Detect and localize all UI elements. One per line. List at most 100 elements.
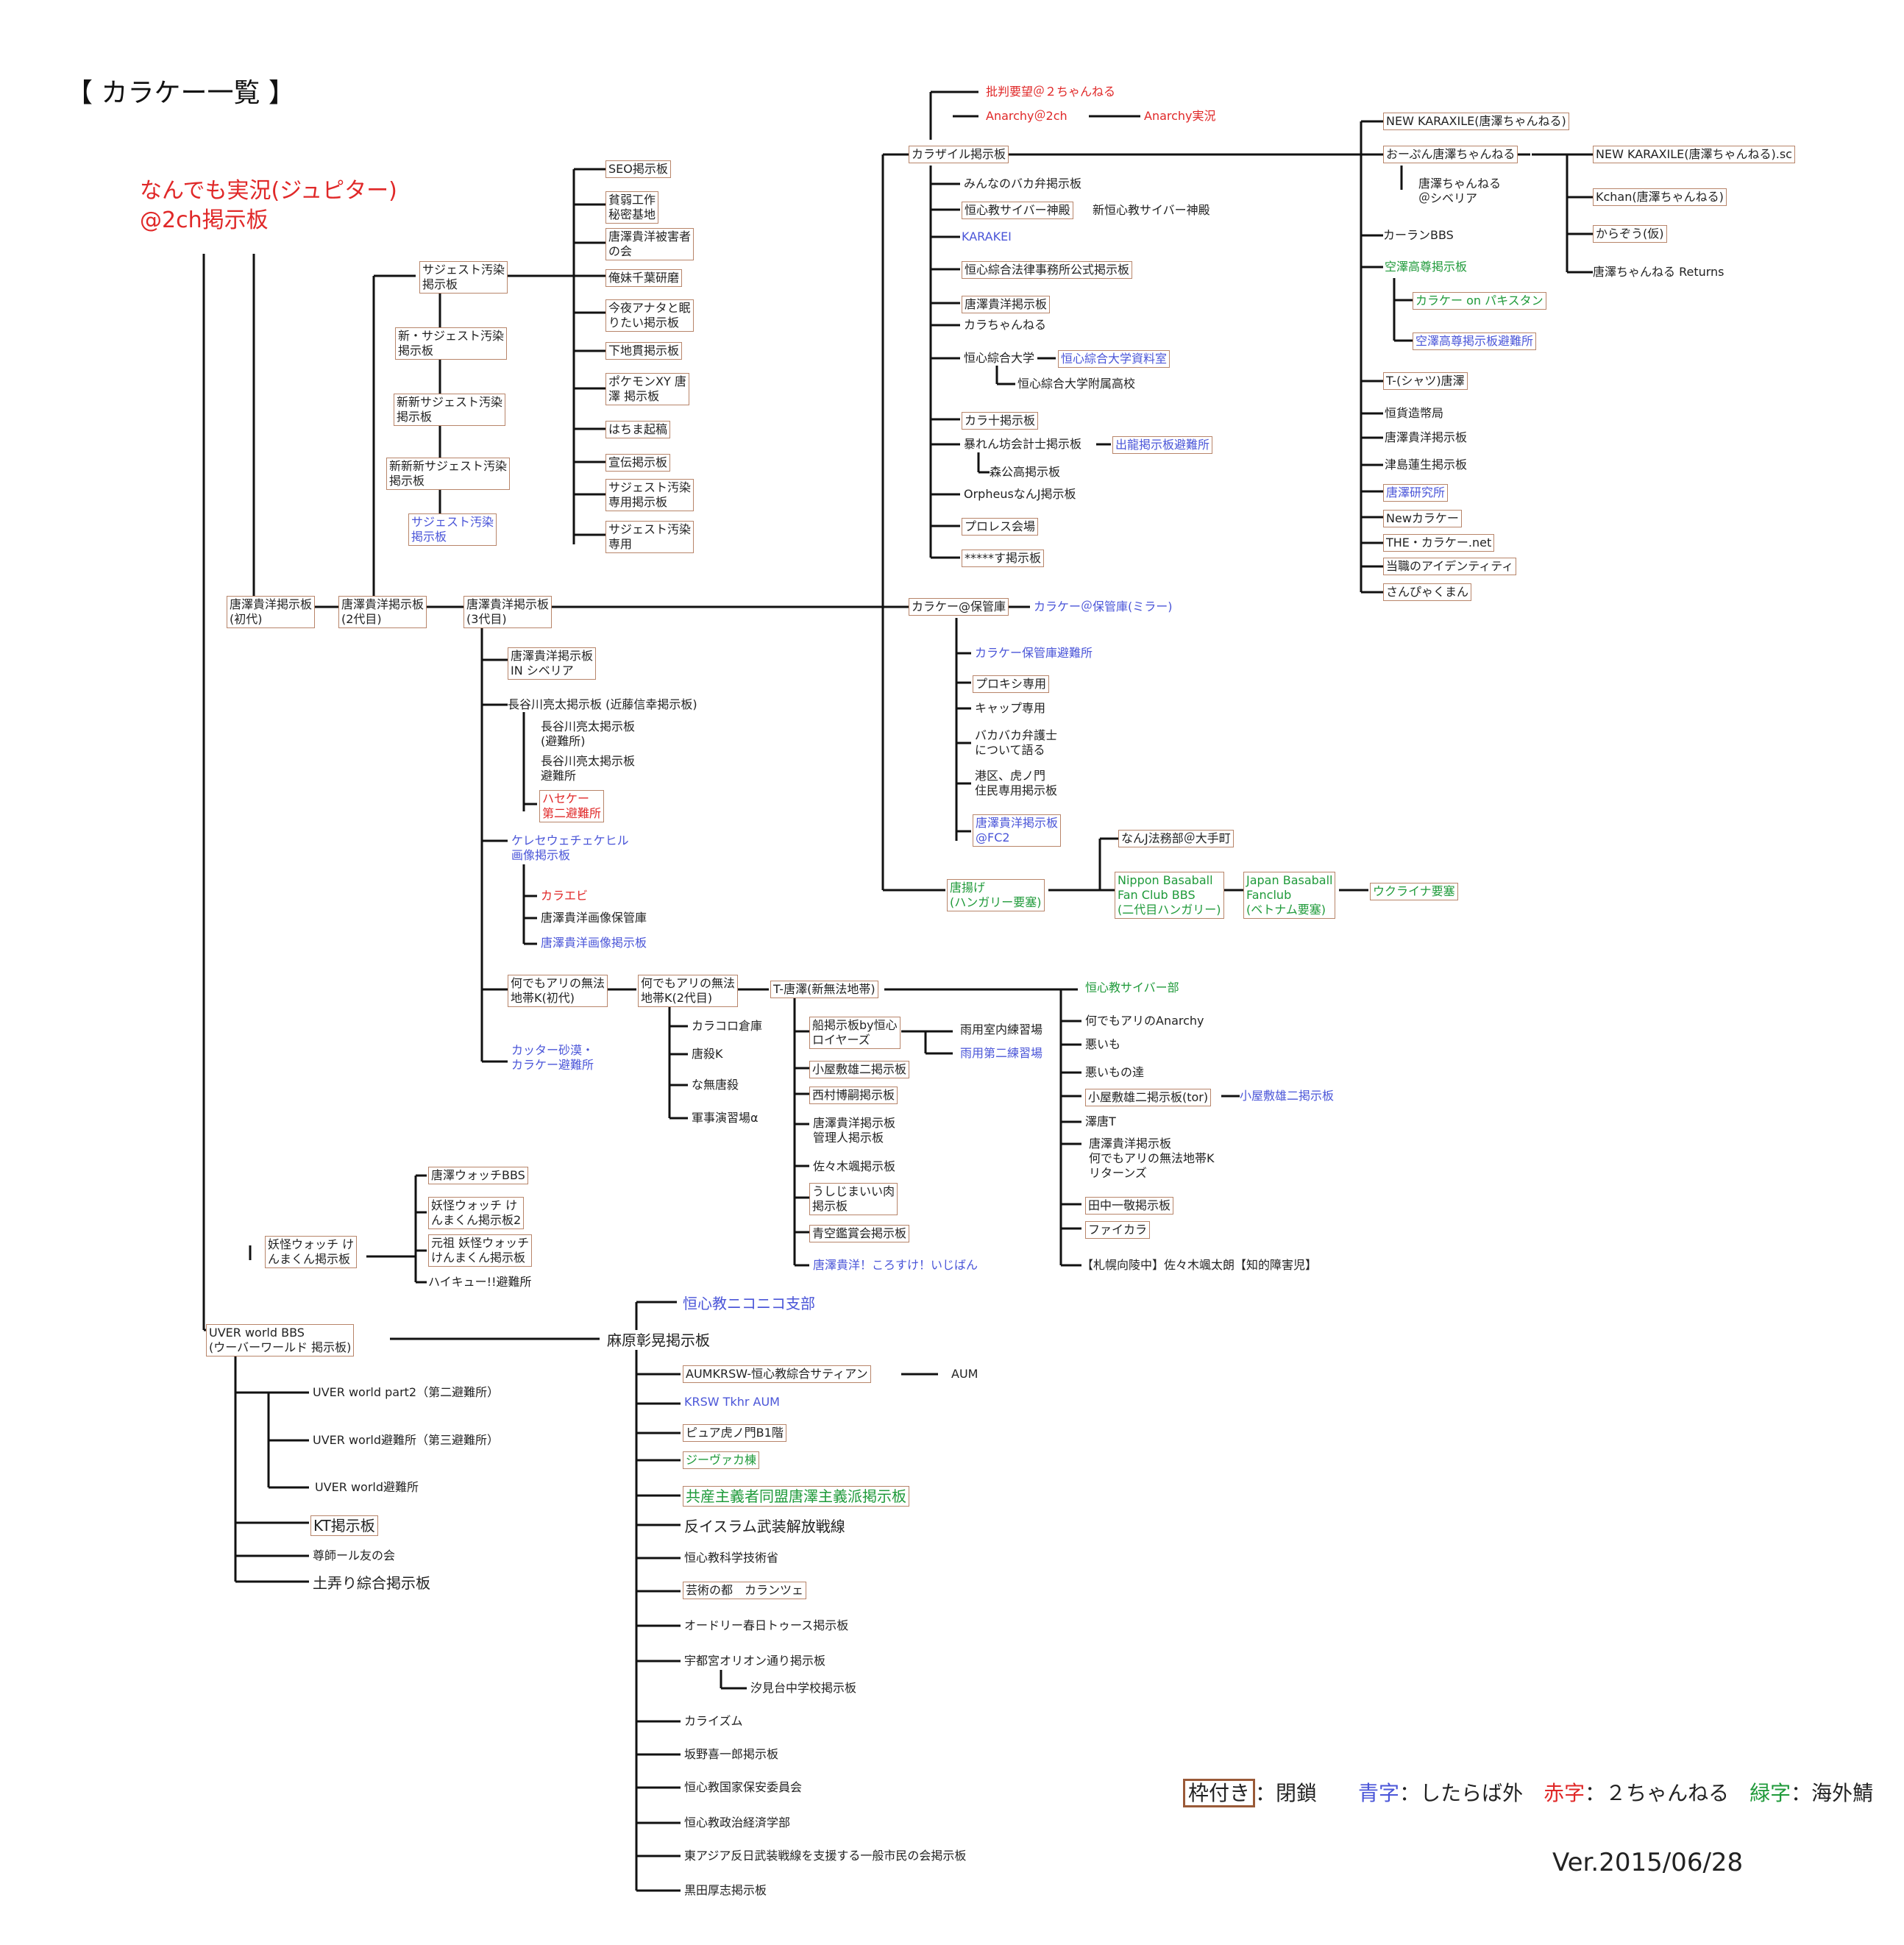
board-node: 空澤高尊掲示板: [1385, 260, 1468, 274]
board-node: Anarchy実況: [1144, 109, 1216, 123]
board-node: 反イスラム武装解放戦線: [684, 1518, 845, 1535]
board-node: カラケー保管庫避難所: [975, 646, 1093, 660]
board-node: ファイカラ: [1085, 1221, 1151, 1239]
board-node: うしじまいい肉 掲示板: [809, 1183, 898, 1215]
board-node: ハイキュー!!避難所: [428, 1275, 532, 1289]
board-node: 悪いもの達: [1085, 1065, 1145, 1079]
board-node: UVER world part2（第二避難所）: [313, 1385, 500, 1399]
board-node: KRSW Tkhr AUM: [684, 1395, 780, 1409]
board-node: 唐揚げ (ハンガリー要塞): [947, 879, 1045, 911]
page-title: 【 カラケー一覧 】: [66, 78, 295, 108]
board-node: 唐澤貴洋掲示板 @FC2: [973, 814, 1062, 847]
board-node: 唐澤貴洋掲示板 (2代目): [338, 596, 427, 628]
board-node: 恒心教サイバー部: [1085, 981, 1179, 995]
board-node: 何でもアリの無法 地帯K(2代目): [638, 975, 739, 1007]
board-node: 森公高掲示板: [990, 465, 1061, 479]
board-node: サジェスト汚染 専用: [605, 521, 695, 553]
board-node: 船掲示板by恒心 ロイヤーズ: [809, 1017, 901, 1049]
board-node: 今夜アナタと眠 りたい掲示板: [605, 299, 694, 332]
board-node: KT掲示板: [310, 1515, 378, 1536]
board-node: カラちゃんねる: [964, 318, 1047, 332]
board-node: Nippon Basaball Fan Club BBS (二代目ハンガリー): [1115, 872, 1224, 919]
board-node: 唐澤貴洋画像保管庫: [541, 911, 647, 925]
legend: 枠付き：閉鎖 青字：したらば外 赤字：２ちゃんねる 緑字：海外鯖: [1183, 1779, 1873, 1807]
board-node: 貧弱工作 秘密基地: [605, 191, 659, 224]
board-node: ハセケー 第二避難所: [539, 790, 605, 822]
board-node: 何でもアリの無法 地帯K(初代): [508, 975, 608, 1007]
board-node: 新新サジェスト汚染 掲示板: [394, 394, 506, 426]
board-node: 元祖 妖怪ウォッチ けんまくん掲示板: [428, 1234, 533, 1267]
board-node: KARAKEI: [962, 230, 1012, 243]
board-node: 妖怪ウォッチ け んまくん掲示板2: [428, 1197, 525, 1229]
board-node: 唐澤ちゃんねる ＠シベリア: [1418, 177, 1502, 205]
board-node: Kchan(唐澤ちゃんねる): [1593, 188, 1727, 206]
board-node: はちま起稿: [605, 421, 671, 438]
board-node: な無唐殺: [692, 1078, 739, 1092]
board-node: 妖怪ウォッチ け んまくん掲示板: [265, 1236, 358, 1268]
board-node: SEO掲示板: [605, 160, 671, 178]
board-node: なんJ法務部＠大手町: [1118, 830, 1234, 847]
board-node: 唐澤貴洋掲示板: [1385, 430, 1468, 444]
board-node: 宇都宮オリオン通り掲示板: [684, 1654, 826, 1668]
board-node: 唐澤貴洋掲示板 IN シベリア: [508, 647, 597, 680]
board-node: 黒田厚志掲示板: [684, 1883, 767, 1897]
board-node: 恒心綜合大学資料室: [1058, 350, 1171, 368]
board-node: カラ十掲示板: [962, 412, 1039, 430]
board-node: ジーヴァカ棟: [683, 1451, 760, 1469]
board-node: ピュア虎ノ門B1階: [683, 1424, 786, 1442]
board-node: 恒心教科学技術省: [684, 1551, 779, 1565]
board-node: 恒心綜合大学: [964, 351, 1035, 365]
board-node: おーぷん唐澤ちゃんねる: [1383, 146, 1518, 163]
board-node: 俺妹千葉研磨: [605, 269, 683, 287]
board-node: 芸術の都 カランツェ: [683, 1582, 807, 1599]
board-node: 唐澤貴洋掲示板 (初代): [227, 596, 316, 628]
board-node: からぞう(仮): [1593, 225, 1667, 243]
board-node: NEW KARAXILE(唐澤ちゃんねる).sc: [1593, 146, 1795, 163]
board-node: 佐々木颯掲示板: [813, 1159, 896, 1173]
board-node: カラエビ: [541, 889, 589, 903]
board-node: 坂野喜一郎掲示板: [684, 1747, 779, 1761]
board-node: OrpheusなんJ掲示板: [964, 487, 1076, 501]
legend-boxed-key: 枠付き: [1183, 1779, 1256, 1807]
board-node: 恒貨造幣局: [1385, 406, 1444, 420]
board-node: 唐澤貴洋掲示板 何でもアリの無法地帯K リターンズ: [1089, 1137, 1215, 1180]
version-label: Ver.2015/06/28: [1552, 1848, 1744, 1877]
board-node: UVER world避難所（第三避難所）: [313, 1433, 500, 1447]
board-node: 共産主義者同盟唐澤主義派掲示板: [683, 1486, 909, 1507]
board-node: 恒心教サイバー神殿: [962, 202, 1073, 219]
board-node: バカバカ弁護士 について語る: [975, 728, 1058, 757]
board-node: 宣伝掲示板: [605, 454, 671, 472]
board-node: なんでも実況(ジュピター) @2ch掲示板: [140, 178, 397, 233]
board-node: 批判要望＠２ちゃんねる: [986, 85, 1116, 99]
board-node: さんぴゃくまん: [1383, 583, 1472, 601]
board-node: 西村博嗣掲示板: [809, 1087, 898, 1104]
board-node: 新恒心教サイバー神殿: [1093, 203, 1210, 217]
board-node: オードリー春日トゥース掲示板: [684, 1618, 849, 1632]
board-node: 長谷川亮太掲示板 避難所: [541, 754, 636, 783]
board-node: みんなのバカ弁掲示板: [964, 177, 1082, 191]
board-node: 下地貫掲示板: [605, 342, 683, 360]
board-node: NEW KARAXILE(唐澤ちゃんねる): [1383, 113, 1569, 130]
board-node: 津島蓮生掲示板: [1385, 458, 1468, 472]
legend-red-desc: ：２ちゃんねる: [1585, 1781, 1730, 1805]
board-node: 小屋敷雄二掲示板: [809, 1061, 910, 1078]
board-node: カラケー on パキスタン: [1413, 292, 1546, 310]
legend-blue-key: 青字: [1358, 1781, 1400, 1805]
board-node: 東アジア反日武装戦線を支援する一般市民の会掲示板: [684, 1849, 967, 1863]
board-node: 長谷川亮太掲示板 (近藤信幸掲示板): [508, 697, 697, 711]
board-node: Japan Basaball Fanclub (ベトナム要塞): [1243, 872, 1336, 919]
board-node: 小屋敷雄二掲示板(tor): [1085, 1089, 1212, 1106]
board-node: Anarchy＠2ch: [986, 109, 1068, 123]
board-node: 長谷川亮太掲示板 (避難所): [541, 719, 636, 748]
board-node: カラケー@保管庫: [909, 598, 1009, 616]
board-node: 唐澤貴洋画像掲示板: [541, 936, 647, 950]
board-node: 雨用室内練習場: [960, 1023, 1043, 1036]
board-node: 港区、虎ノ門 住民専用掲示板: [975, 769, 1058, 797]
board-node: 雨用第二練習場: [960, 1046, 1043, 1060]
board-node: AUM: [951, 1367, 978, 1381]
board-node: 土弄り綜合掲示板: [313, 1574, 430, 1592]
board-node: AUMKRSW-恒心教綜合サティアン: [683, 1365, 871, 1383]
board-node: 麻原彰晃掲示板: [607, 1331, 710, 1349]
board-node: 恒心綜合大学附属高校: [1017, 377, 1136, 391]
